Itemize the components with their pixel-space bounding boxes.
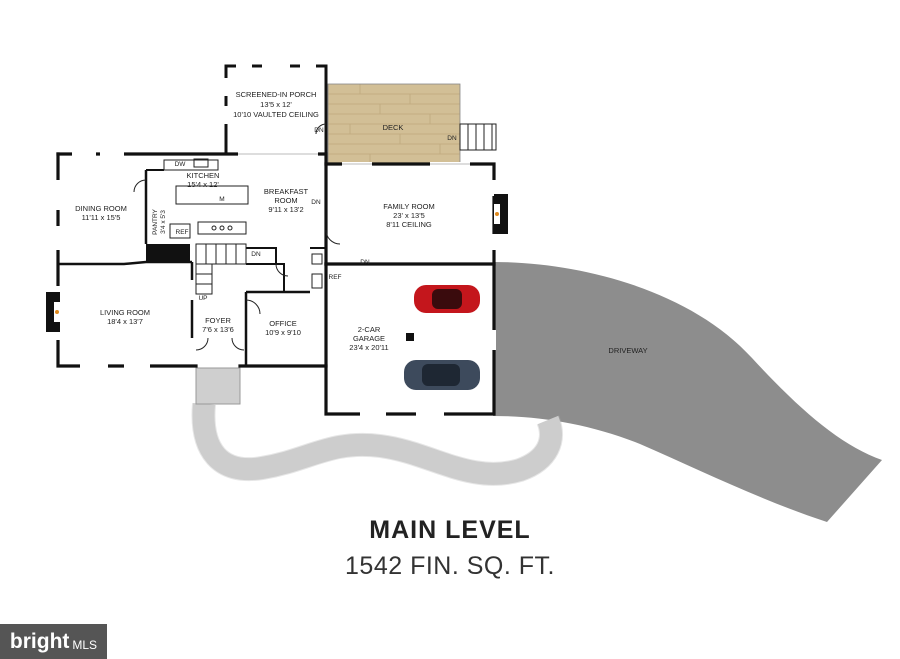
svg-text:LIVING ROOM: LIVING ROOM — [100, 308, 150, 317]
label-family: FAMILY ROOM 23' x 13'5 8'11 CEILING — [383, 202, 434, 229]
svg-text:BREAKFAST: BREAKFAST — [264, 187, 309, 196]
door-swings — [133, 123, 341, 351]
svg-text:2-CAR: 2-CAR — [358, 325, 381, 334]
front-walkway — [192, 403, 562, 485]
bright-mls-badge: bright MLS — [0, 624, 107, 659]
svg-text:23'4 x 20'11: 23'4 x 20'11 — [349, 343, 388, 352]
pantry-closet — [146, 244, 190, 262]
driveway — [493, 262, 882, 522]
tag-ref-garage: REF — [329, 274, 342, 281]
tag-ref-kitchen: REF — [176, 229, 189, 236]
tag-dn-breakfast: DN — [311, 199, 321, 206]
tag-dw: DW — [175, 161, 187, 168]
svg-text:15'4 x 12': 15'4 x 12' — [187, 180, 219, 189]
tag-m: M — [219, 196, 224, 203]
svg-text:ROOM: ROOM — [274, 196, 297, 205]
deck — [327, 83, 461, 165]
svg-text:18'4 x 13'7: 18'4 x 13'7 — [107, 317, 143, 326]
label-kitchen: KITCHEN 15'4 x 12' — [187, 171, 220, 189]
interior-stairs — [195, 243, 247, 295]
svg-text:PANTRY: PANTRY — [152, 208, 159, 234]
tag-dn-porch: DN — [314, 127, 324, 134]
red-car — [414, 285, 480, 313]
label-driveway: DRIVEWAY — [608, 346, 647, 355]
front-step — [195, 367, 241, 405]
deck-stairs — [459, 123, 497, 151]
tag-up: UP — [198, 295, 207, 302]
svg-text:FAMILY ROOM: FAMILY ROOM — [383, 202, 434, 211]
svg-text:10'10 VAULTED CEILING: 10'10 VAULTED CEILING — [233, 110, 319, 119]
svg-text:23' x 13'5: 23' x 13'5 — [393, 211, 425, 220]
svg-text:GARAGE: GARAGE — [353, 334, 385, 343]
square-footage: 1542 FIN. SQ. FT. — [345, 552, 555, 580]
living-fireplace — [46, 292, 60, 332]
family-fireplace — [494, 194, 508, 234]
brand-suffix: MLS — [72, 637, 98, 652]
label-dining: DINING ROOM 11'11 x 15'5 — [75, 204, 127, 222]
tag-dn-stairs: DN — [251, 251, 261, 258]
svg-text:11'11 x 15'5: 11'11 x 15'5 — [82, 213, 121, 222]
brand-name: bright — [9, 629, 70, 653]
svg-text:9'11 x 13'2: 9'11 x 13'2 — [268, 205, 303, 214]
svg-text:FOYER: FOYER — [205, 316, 231, 325]
svg-text:KITCHEN: KITCHEN — [187, 171, 220, 180]
svg-text:10'9 x 9'10: 10'9 x 9'10 — [265, 328, 301, 337]
kitchen-counters — [163, 158, 249, 239]
label-living: LIVING ROOM 18'4 x 13'7 — [100, 308, 150, 326]
blue-car — [404, 360, 480, 390]
label-deck: DECK — [383, 123, 404, 132]
tag-dn-garage: DN — [360, 259, 370, 266]
label-pantry: PANTRY 3'4 x 5'3 — [152, 208, 167, 234]
powder-room-fixtures — [311, 253, 323, 289]
svg-text:3'4 x 5'3: 3'4 x 5'3 — [160, 210, 167, 234]
label-foyer: FOYER 7'6 x 13'6 — [202, 316, 234, 334]
svg-text:13'5 x 12': 13'5 x 12' — [260, 100, 292, 109]
svg-text:SCREENED-IN PORCH: SCREENED-IN PORCH — [236, 90, 317, 99]
svg-text:8'11 CEILING: 8'11 CEILING — [386, 220, 432, 229]
svg-text:7'6 x 13'6: 7'6 x 13'6 — [202, 325, 234, 334]
label-garage: 2-CAR GARAGE 23'4 x 20'11 — [349, 325, 388, 352]
tag-dn-deck: DN — [447, 135, 457, 142]
level-title: MAIN LEVEL — [369, 516, 531, 544]
label-office: OFFICE 10'9 x 9'10 — [265, 319, 301, 337]
svg-text:OFFICE: OFFICE — [269, 319, 297, 328]
svg-text:DINING ROOM: DINING ROOM — [75, 204, 127, 213]
label-breakfast: BREAKFAST ROOM 9'11 x 13'2 — [264, 187, 309, 214]
label-porch: SCREENED-IN PORCH 13'5 x 12' 10'10 VAULT… — [233, 90, 319, 119]
